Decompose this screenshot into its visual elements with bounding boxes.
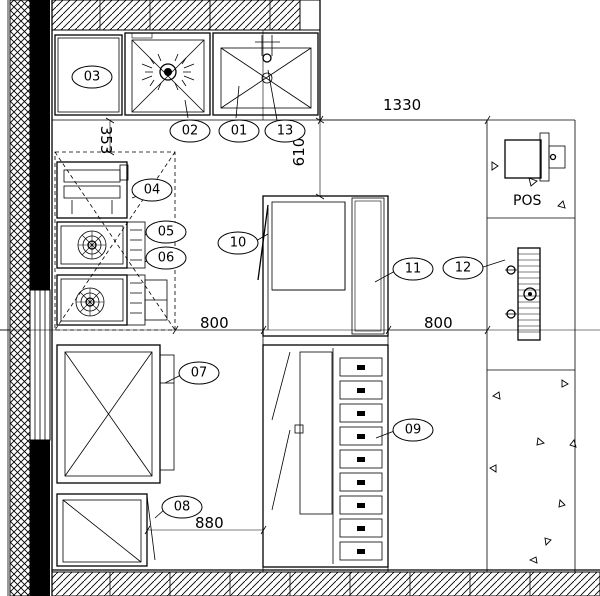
floor-markers [489,161,577,564]
pos-label: POS [513,193,541,209]
label-06: 06 [145,246,187,270]
label-11: 11 [392,257,434,281]
dimension-610: 610 [290,138,308,167]
dimension-lines [105,115,491,535]
equipment-labels: 03 02 01 13 04 05 06 07 [71,65,484,519]
dimension-800-left: 800 [200,314,229,332]
equipment-05-burner [56,221,146,269]
svg-text:07: 07 [191,366,208,381]
equipment-12-dispenser [505,247,541,341]
dimension-880: 880 [195,514,224,532]
label-01: 01 [218,119,260,143]
svg-text:09: 09 [405,423,422,438]
label-04: 04 [131,178,173,202]
svg-text:02: 02 [182,124,199,139]
label-10: 10 [217,231,259,255]
label-08: 08 [161,495,203,519]
svg-text:12: 12 [455,261,472,276]
label-13: 13 [264,119,306,143]
equipment-06-burner [56,274,168,326]
equipment-10-cabinet [257,195,389,337]
dimension-1330: 1330 [383,96,421,114]
dimension-texts: 1330 353 610 800 800 880 [97,96,453,532]
label-09: 09 [392,418,434,442]
dimension-800-right: 800 [424,314,453,332]
svg-text:06: 06 [158,251,175,266]
label-02: 02 [169,119,211,143]
pos-terminal: POS [504,132,566,209]
equipment-09-drawers [262,344,389,568]
svg-text:11: 11 [405,262,422,277]
equipment-08-cabinet [56,493,156,567]
svg-text:08: 08 [174,500,191,515]
equipment-07-counter [56,344,175,484]
left-wall [0,0,53,596]
label-07: 07 [178,361,220,385]
label-12: 12 [442,256,484,280]
svg-text:03: 03 [84,70,101,85]
svg-text:01: 01 [231,124,248,139]
label-05: 05 [145,220,187,244]
svg-text:05: 05 [158,225,175,240]
svg-text:04: 04 [144,183,161,198]
bottom-wall [51,569,600,596]
equipment-02-sink [124,32,211,116]
top-wall [51,0,321,120]
equipment-04-fryer [56,161,129,219]
svg-text:13: 13 [277,124,294,139]
svg-text:10: 10 [230,236,247,251]
equipment-03-cabinet [54,34,123,116]
dimension-353: 353 [97,126,115,155]
label-03: 03 [71,65,113,89]
equipment-01-sink [212,32,319,116]
